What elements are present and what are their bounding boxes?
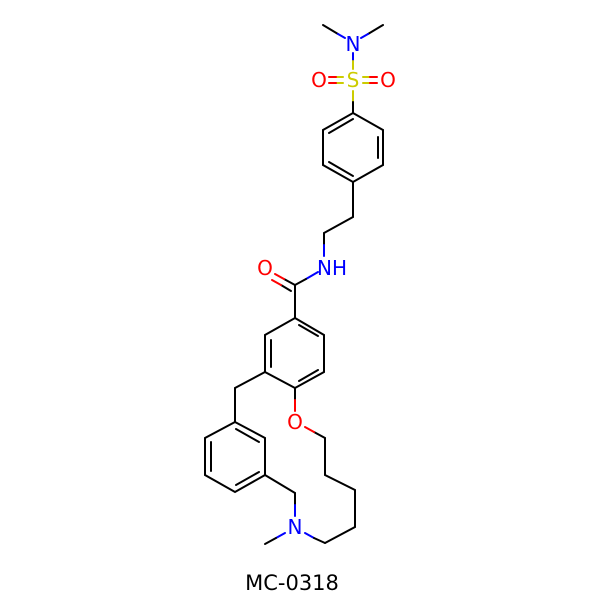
atom-ether-o: O (287, 410, 303, 434)
atom-amine-n: N (288, 515, 303, 539)
atom-amide-o: O (257, 256, 273, 280)
atom-sulfonyl-o-right: O (380, 68, 396, 92)
atom-sulfur: S (347, 68, 360, 92)
atom-labels: N S O O NH O O N (257, 32, 396, 539)
molecule-name-caption: MC-0318 (245, 571, 339, 595)
atom-sulfonyl-o-left: O (311, 68, 327, 92)
atom-amide-nh: NH (317, 256, 347, 280)
bonds (204, 24, 384, 545)
atom-sulfonamide-n: N (346, 32, 361, 56)
